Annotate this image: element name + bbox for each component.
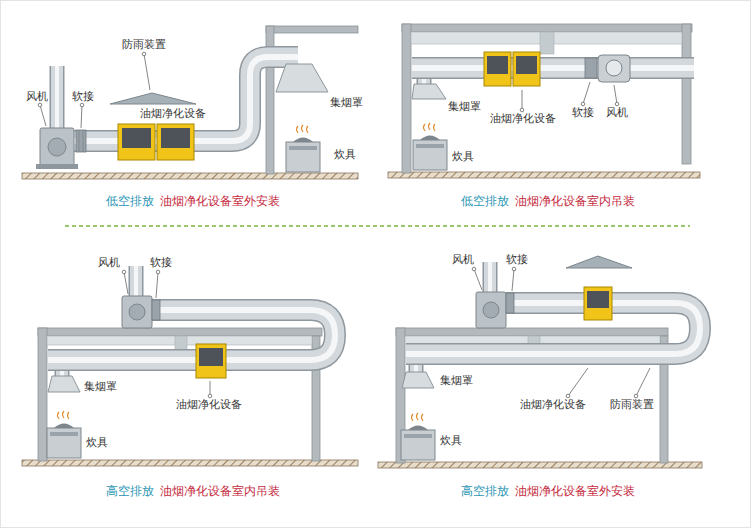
part-label: 软接 [506, 253, 528, 266]
part-label: 炊具 [334, 148, 356, 161]
caption-mode: 高空排放 [106, 484, 154, 499]
part-label: 软接 [150, 256, 172, 269]
caption-install: 油烟净化设备室内吊装 [515, 194, 635, 209]
caption-install: 油烟净化设备室内吊装 [160, 484, 280, 499]
part-label: 风机 [98, 256, 120, 269]
part-label: 集烟罩 [330, 96, 363, 109]
part-label: 集烟罩 [440, 374, 473, 387]
part-label: 油烟净化设备 [520, 398, 586, 411]
part-label: 防雨装置 [610, 398, 654, 411]
caption-mode: 低空排放 [461, 194, 509, 209]
part-label: 油烟净化设备 [140, 107, 206, 120]
part-label: 炊具 [86, 436, 108, 449]
part-label: 风机 [26, 90, 48, 103]
part-label: 软接 [572, 106, 594, 119]
part-label: 风机 [452, 253, 474, 266]
part-label: 软接 [72, 90, 94, 103]
caption-mode: 低空排放 [106, 194, 154, 209]
part-label: 集烟罩 [84, 380, 117, 393]
part-label: 油烟净化设备 [176, 398, 242, 411]
part-label: 炊具 [452, 150, 474, 163]
part-label: 炊具 [440, 434, 462, 447]
caption-install: 油烟净化设备室外安装 [515, 484, 635, 499]
caption-mode: 高空排放 [461, 484, 509, 499]
caption-install: 油烟净化设备室外安装 [160, 194, 280, 209]
part-label: 集烟罩 [448, 100, 481, 113]
part-label: 油烟净化设备 [490, 112, 556, 125]
part-label: 风机 [606, 106, 628, 119]
part-label: 防雨装置 [122, 38, 166, 51]
